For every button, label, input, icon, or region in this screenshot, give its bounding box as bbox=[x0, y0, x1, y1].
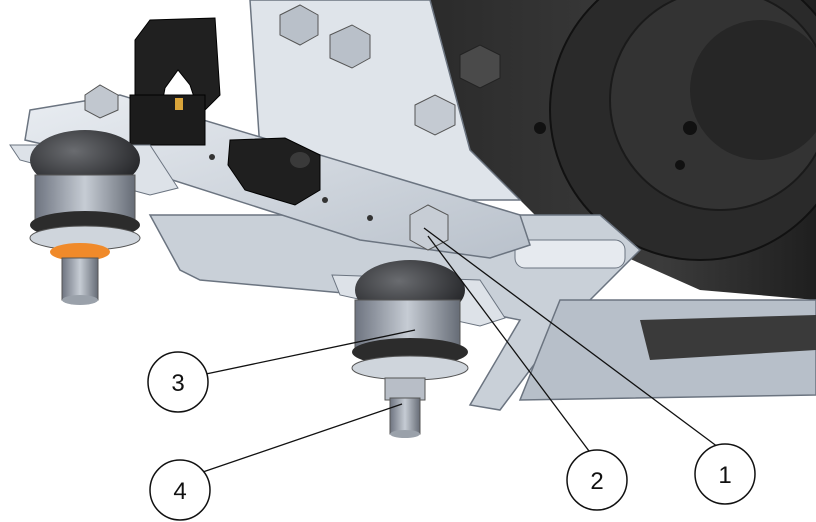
lower-plate bbox=[148, 214, 816, 411]
callout-1-label: 1 bbox=[718, 462, 731, 489]
callout-4-label: 4 bbox=[173, 478, 186, 505]
leader-line-3 bbox=[205, 329, 416, 375]
electrical-connector bbox=[227, 137, 321, 206]
callout-1: 1 bbox=[694, 443, 756, 505]
callout-3: 3 bbox=[147, 351, 209, 413]
orange-nut-marking bbox=[50, 243, 110, 261]
callout-4: 4 bbox=[149, 459, 211, 521]
callout-2-label: 2 bbox=[590, 468, 603, 495]
leader-line-2 bbox=[427, 235, 593, 456]
callout-3-label: 3 bbox=[171, 370, 184, 397]
hose-clip bbox=[129, 17, 221, 146]
leader-line-1 bbox=[423, 227, 719, 448]
leader-line-4 bbox=[196, 403, 403, 475]
callout-2: 2 bbox=[566, 449, 628, 511]
left-mount-assembly bbox=[9, 84, 179, 305]
center-mount-assembly bbox=[331, 204, 506, 438]
engine-housing bbox=[430, 0, 816, 300]
leader-lines bbox=[196, 227, 719, 475]
mount-bolt bbox=[409, 204, 449, 251]
upper-bracket bbox=[249, 0, 522, 201]
